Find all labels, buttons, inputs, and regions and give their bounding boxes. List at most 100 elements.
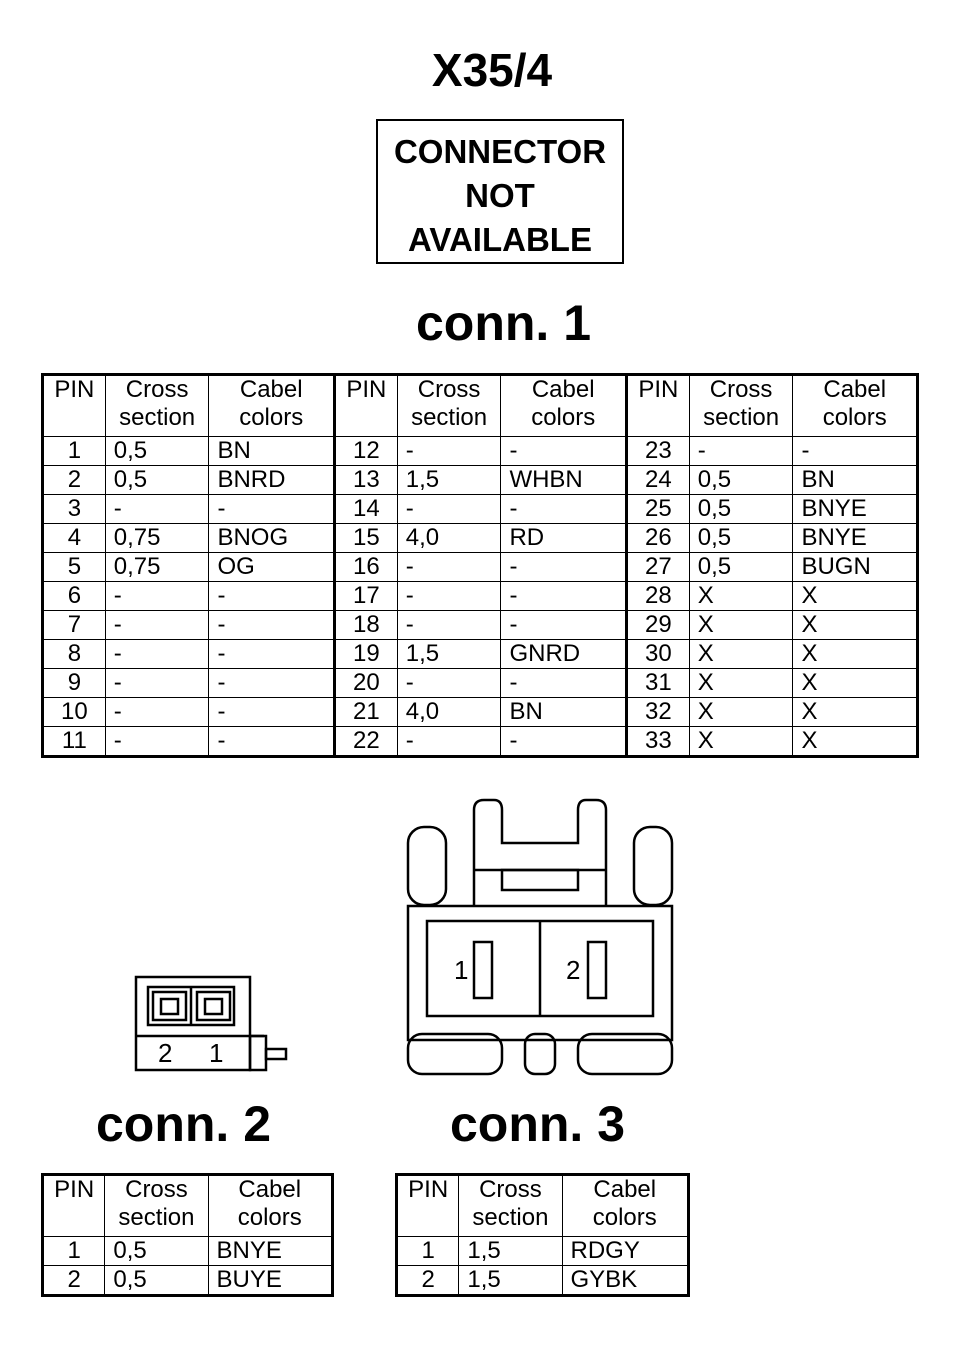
cross-section-cell: 0,5 <box>688 465 794 495</box>
cable-color-cell: BN <box>792 465 918 495</box>
cross-section-cell: 1,5 <box>396 639 502 669</box>
cross-section-cell: 1,5 <box>458 1265 563 1296</box>
pin-number-cell: 15 <box>333 523 398 553</box>
pin-number-cell: 2 <box>395 1265 460 1296</box>
conn2-title: conn. 2 <box>96 1096 272 1152</box>
cross-section-cell: 0,5 <box>104 1236 209 1266</box>
cross-section-cell: - <box>396 726 502 757</box>
pin-number-cell: 26 <box>625 523 690 553</box>
cable-color-cell: - <box>500 494 628 524</box>
conn3-title: conn. 3 <box>450 1096 626 1152</box>
cross-section-cell: X <box>688 581 794 611</box>
cross-section-cell: 4,0 <box>396 523 502 553</box>
pin-number-cell: 19 <box>333 639 398 669</box>
conn3-diagram <box>406 798 674 1076</box>
cable-color-cell: BUYE <box>207 1265 334 1296</box>
pin-number-cell: 13 <box>333 465 398 495</box>
pin-number-cell: 17 <box>333 581 398 611</box>
pin-number-cell: 8 <box>42 639 106 669</box>
pin-number-cell: 16 <box>333 552 398 582</box>
pin-number-cell: 11 <box>42 726 106 757</box>
cross-section-cell: 0,75 <box>104 523 210 553</box>
pin-header: PIN <box>333 374 398 437</box>
pin-number-cell: 24 <box>625 465 690 495</box>
cross-section-cell: X <box>688 639 794 669</box>
pin-header: PIN <box>395 1174 460 1237</box>
pin-header: PIN <box>42 374 106 437</box>
connector-not-available-notice: CONNECTOR NOT AVAILABLE <box>376 119 624 264</box>
pin-number-cell: 2 <box>41 1265 106 1296</box>
conn3-pin-label: 2 <box>566 955 580 985</box>
cross-section-cell: 0,5 <box>688 552 794 582</box>
cable-color-cell: - <box>208 697 336 727</box>
cable-color-cell: OG <box>208 552 336 582</box>
cross-section-cell: - <box>396 494 502 524</box>
cable-color-cell: - <box>208 494 336 524</box>
notice-line-2: NOT <box>465 177 535 214</box>
conn2-pin-label: 1 <box>209 1038 223 1068</box>
cross-section-cell: - <box>104 581 210 611</box>
pin-number-cell: 23 <box>625 436 690 466</box>
conn2-diagram <box>134 975 288 1072</box>
cross-section-cell: 0,5 <box>104 465 210 495</box>
pin-number-cell: 32 <box>625 697 690 727</box>
cable-color-cell: - <box>208 639 336 669</box>
cable-color-cell: BNRD <box>208 465 336 495</box>
pin-number-cell: 31 <box>625 668 690 698</box>
pin-number-cell: 1 <box>41 1236 106 1266</box>
pin-number-cell: 29 <box>625 610 690 640</box>
cross-section-cell: - <box>396 436 502 466</box>
pin-number-cell: 1 <box>42 436 106 466</box>
pin-number-cell: 2 <box>42 465 106 495</box>
pin-number-cell: 14 <box>333 494 398 524</box>
cross-section-cell: - <box>396 610 502 640</box>
pin-number-cell: 27 <box>625 552 690 582</box>
cable-color-cell: RDGY <box>561 1236 689 1266</box>
cross-section-cell: - <box>104 726 210 757</box>
cable-color-cell: - <box>500 668 628 698</box>
cable-color-cell: - <box>208 581 336 611</box>
pin-number-cell: 5 <box>42 552 106 582</box>
pin-number-cell: 7 <box>42 610 106 640</box>
pin-number-cell: 30 <box>625 639 690 669</box>
conn2-pin-label: 2 <box>158 1038 172 1068</box>
pin-header: PIN <box>41 1174 106 1237</box>
cable-color-cell: - <box>500 581 628 611</box>
cable-color-cell: BN <box>500 697 628 727</box>
cable-color-cell: - <box>500 726 628 757</box>
conn3-pin-label: 1 <box>454 955 468 985</box>
pin-number-cell: 1 <box>395 1236 460 1266</box>
cross-section-cell: 1,5 <box>396 465 502 495</box>
cross-section-cell: 0,5 <box>688 523 794 553</box>
cross-section-cell: 1,5 <box>458 1236 563 1266</box>
cable-color-cell: WHBN <box>500 465 628 495</box>
cable-color-cell: - <box>500 436 628 466</box>
cable-color-cell: BNOG <box>208 523 336 553</box>
pin-number-cell: 22 <box>333 726 398 757</box>
cable-color-cell: X <box>792 726 918 757</box>
cross-section-cell: - <box>104 610 210 640</box>
pin-number-cell: 4 <box>42 523 106 553</box>
